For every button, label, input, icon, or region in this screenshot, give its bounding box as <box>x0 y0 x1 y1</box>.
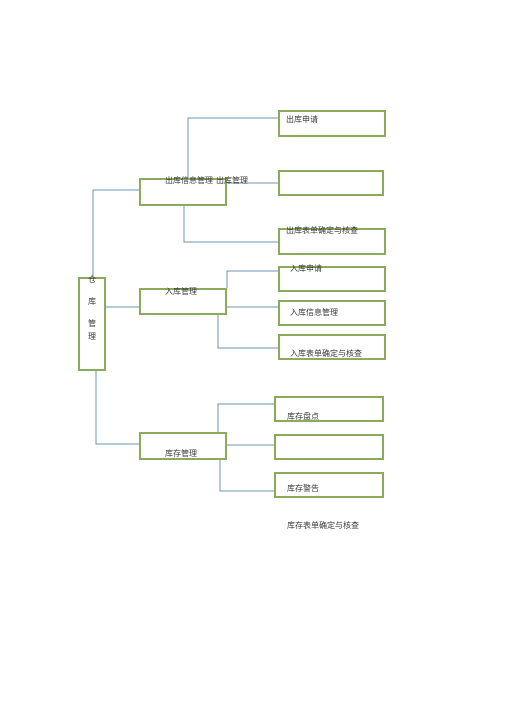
in-info-label: 入库信息管理 <box>290 308 338 317</box>
out-form-box <box>278 228 386 255</box>
outbound-branch-label-b: 出库管理 <box>216 176 248 185</box>
inventory-to-warn-line <box>219 460 274 492</box>
stock-blank-box <box>274 434 384 460</box>
outbound-to-form-line <box>183 206 278 243</box>
inbound-to-apply-line <box>226 270 278 288</box>
inventory-to-check-line <box>217 403 274 432</box>
root-char-1: 仓 <box>88 275 96 284</box>
root-to-inventory-line <box>95 370 140 445</box>
in-form-box <box>278 334 386 360</box>
in-info-box <box>278 300 386 326</box>
inventory-branch-box <box>139 432 227 460</box>
in-form-label: 入库表单确定与核查 <box>290 349 362 358</box>
stock-warn-box <box>274 472 384 498</box>
root-char-3: 管 <box>88 319 96 328</box>
outbound-to-apply-line <box>187 117 278 178</box>
in-apply-box <box>278 266 386 292</box>
stock-form-label: 库存表单确定与核查 <box>287 521 359 530</box>
stock-check-label: 库存盘点 <box>287 412 319 421</box>
root-box <box>78 277 106 371</box>
root-to-outbound-line <box>92 189 140 277</box>
root-char-2: 库 <box>88 297 96 306</box>
inbound-branch-label: 入库管理 <box>165 287 197 296</box>
stock-warn-label: 库存警告 <box>287 484 319 493</box>
inventory-branch-label: 库存管理 <box>165 449 197 458</box>
out-apply-label: 出库申请 <box>286 115 318 124</box>
out-form-label: 出库表单确定与核查 <box>286 226 358 235</box>
out-blank-box <box>278 170 384 196</box>
out-apply-box <box>278 110 386 137</box>
outbound-branch-box <box>139 178 227 206</box>
inbound-branch-box <box>139 288 227 315</box>
root-char-4: 理 <box>88 332 96 341</box>
inbound-to-form-line <box>217 314 278 349</box>
outbound-branch-label-a: 出库信息管理 <box>165 176 213 185</box>
stock-check-box <box>274 396 384 422</box>
in-apply-label: 入库申请 <box>290 264 322 273</box>
